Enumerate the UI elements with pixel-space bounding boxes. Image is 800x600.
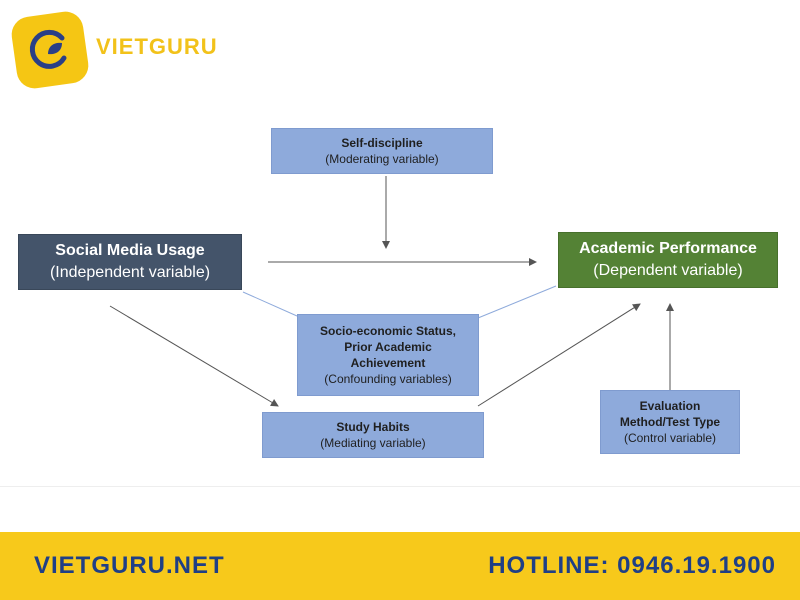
confounding-line-3: Achievement xyxy=(350,356,426,370)
control-line-2: Method/Test Type xyxy=(619,414,721,429)
independent-subtitle: (Independent variable) xyxy=(49,264,211,281)
footer-banner: VIETGURU.NET HOTLINE: 0946.19.1900 xyxy=(0,532,800,600)
mediator-title: Study Habits xyxy=(336,419,410,434)
mediator-box[interactable]: Study Habits (Mediating variable) xyxy=(262,412,484,458)
moderator-box[interactable]: Self-discipline (Moderating variable) xyxy=(271,128,493,174)
connector-lines xyxy=(109,176,674,407)
hotline-text[interactable]: HOTLINE: 0946.19.1900 xyxy=(488,552,776,579)
control-subtitle: (Control variable) xyxy=(623,431,717,446)
confounding-variables-box[interactable]: Socio-economic Status, Prior Academic Ac… xyxy=(297,314,479,396)
control-line-1: Evaluation xyxy=(639,398,701,413)
logo-mark-icon xyxy=(29,29,67,69)
independent-variable-box[interactable]: Social Media Usage (Independent variable… xyxy=(18,234,242,290)
diagram-canvas: Self-discipline (Moderating variable) So… xyxy=(0,108,800,487)
moderator-title: Self-discipline xyxy=(341,135,423,150)
arrow-independent-to-mediator xyxy=(109,305,279,407)
dependent-subtitle: (Dependent variable) xyxy=(593,262,743,279)
header: VIETGURU xyxy=(0,0,800,92)
independent-title: Social Media Usage xyxy=(55,242,205,260)
control-variable-box[interactable]: Evaluation Method/Test Type (Control var… xyxy=(600,390,740,454)
moderator-subtitle: (Moderating variable) xyxy=(325,152,439,166)
brand-name[interactable]: VIETGURU xyxy=(96,34,218,59)
confounding-subtitle: (Confounding variables) xyxy=(324,372,452,387)
arrow-mediator-to-dependent xyxy=(477,303,641,407)
dependent-title: Academic Performance xyxy=(579,240,757,258)
website-link[interactable]: VIETGURU.NET xyxy=(34,552,225,579)
vietguru-logo-icon[interactable] xyxy=(9,9,91,91)
confounding-line-1: Socio-economic Status, xyxy=(319,323,457,338)
dependent-variable-box[interactable]: Academic Performance (Dependent variable… xyxy=(558,232,778,288)
confounding-line-2: Prior Academic xyxy=(344,339,432,354)
mediator-subtitle: (Mediating variable) xyxy=(320,436,426,450)
line-confounding-to-independent xyxy=(242,291,298,317)
line-confounding-to-dependent xyxy=(477,285,557,319)
